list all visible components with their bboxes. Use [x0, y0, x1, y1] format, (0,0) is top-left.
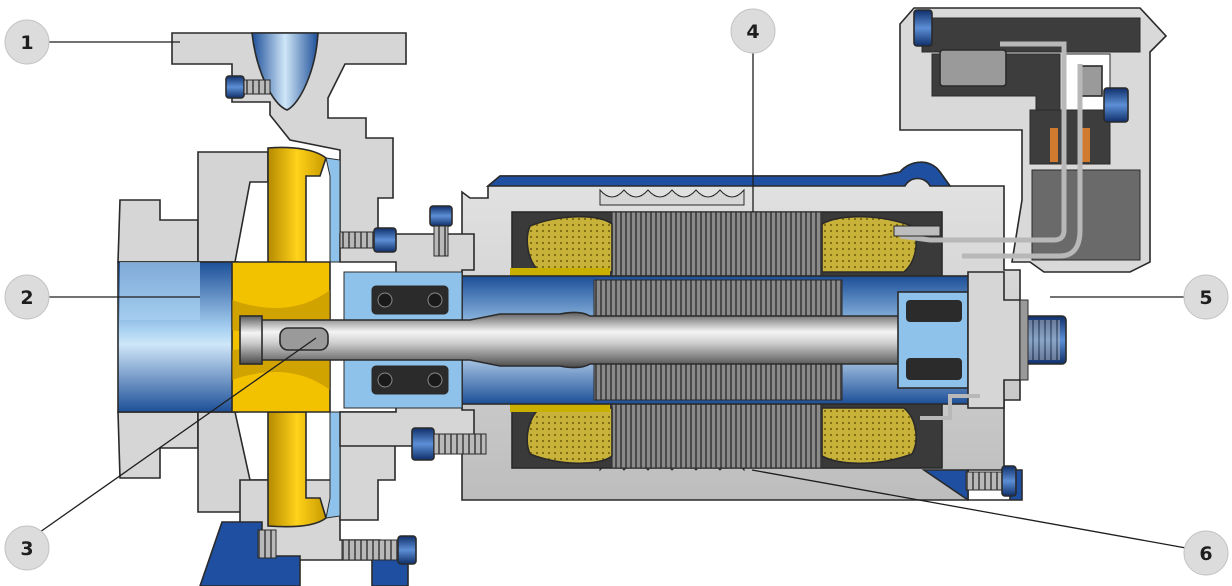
callout-label-3: 3 — [20, 538, 33, 560]
callout-label-4: 4 — [746, 21, 759, 43]
stator-winding-left-top — [526, 215, 613, 273]
bolt-lower-left — [411, 427, 487, 461]
terminal-block — [939, 49, 1007, 87]
callout-3: 3 — [4, 525, 50, 571]
bolt-bearing-top — [429, 205, 453, 257]
bearing-lower — [371, 365, 449, 395]
callout-label-1: 1 — [20, 32, 33, 54]
impeller-nut — [239, 315, 263, 365]
callout-1: 1 — [4, 19, 50, 65]
callout-label-2: 2 — [20, 287, 33, 309]
bolt-bottom-right — [965, 465, 1017, 497]
inlet-opening — [251, 32, 319, 111]
bearing-upper — [371, 285, 449, 315]
leader-3 — [39, 337, 317, 533]
bolts — [225, 75, 1017, 565]
callout-label-6: 6 — [1199, 543, 1212, 565]
callouts: 1 2 3 4 5 6 — [4, 8, 1229, 576]
stator-core-bottom — [611, 403, 823, 469]
stator-winding-right-top — [821, 215, 917, 273]
callout-6: 6 — [1183, 530, 1229, 576]
terminal-box — [893, 7, 1168, 420]
rear-bearing — [897, 271, 1029, 409]
callout-label-5: 5 — [1199, 287, 1212, 309]
bolt-bottom-left — [257, 529, 277, 559]
leader-6 — [751, 469, 1187, 549]
stator-winding-right-bottom — [821, 407, 917, 465]
callout-2: 2 — [4, 274, 50, 320]
bolt-bottom-mid — [341, 535, 417, 565]
stator-winding-left-bottom — [526, 407, 613, 465]
stator-core-top — [611, 211, 823, 277]
bolt-mid-left — [339, 227, 397, 253]
callout-4: 4 — [730, 8, 776, 54]
shaft — [239, 311, 1067, 369]
bolt-top-left — [225, 75, 271, 99]
housing-top-band — [485, 161, 952, 187]
callout-5: 5 — [1183, 274, 1229, 320]
